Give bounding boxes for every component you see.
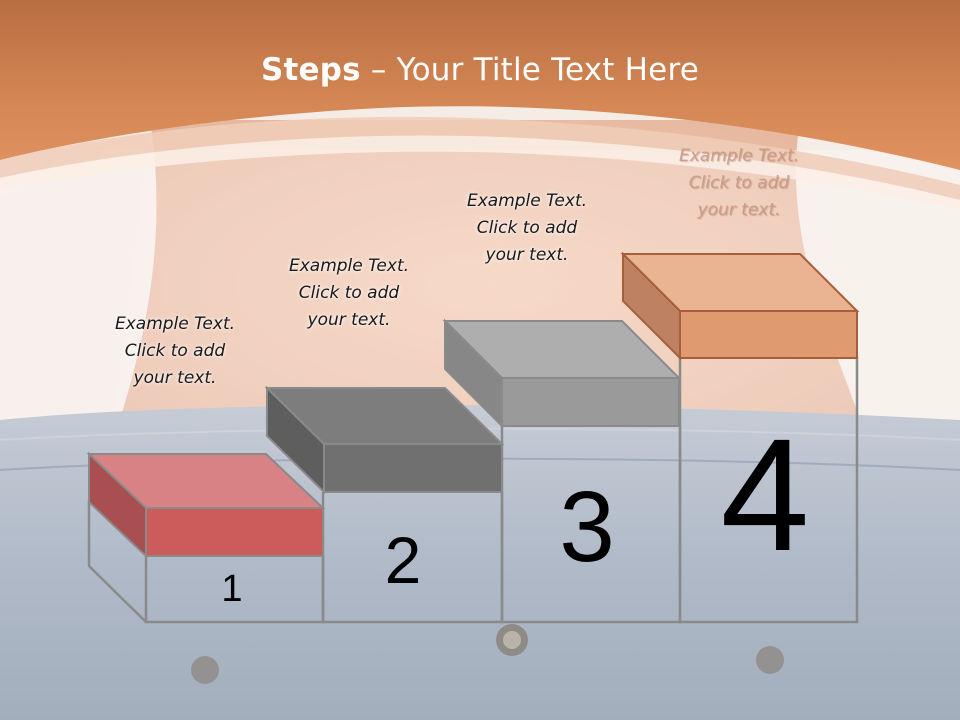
slide-title[interactable]: Steps – Your Title Text Here [0,52,960,88]
step-3-caption-line-3: your text. [485,245,569,265]
title-rest-part: – Your Title Text Here [360,52,699,88]
title-bold-part: Steps [260,52,361,88]
step-2-caption-line-3: your text. [307,310,391,330]
step-4-caption-line-3: your text. [697,200,781,220]
step-1-depth [87,500,147,623]
step-4-frame [678,357,859,624]
step-3-caption-line-2: Click to add [476,218,578,238]
step-1-caption-line-1: Example Text. [114,314,236,334]
step-4-caption[interactable]: Example Text. Click to add your text. [644,143,834,224]
step-4-caption-line-1: Example Text. [678,146,800,166]
step-1-caption[interactable]: Example Text. Click to add your text. [80,311,270,392]
step-2-block[interactable] [264,385,505,495]
step-1-block[interactable] [86,451,326,559]
step-outlines [87,357,859,624]
step-1-caption-line-3: your text. [133,368,217,388]
step-3-number: 3 [559,471,615,583]
step-4-number: 4 [720,405,810,584]
step-1-number: 1 [221,568,243,610]
step-3-caption[interactable]: Example Text. Click to add your text. [432,188,622,269]
step-3-caption-line-1: Example Text. [466,191,588,211]
step-4-caption-line-2: Click to add [688,173,790,193]
step-2-caption-line-1: Example Text. [288,256,410,276]
step-2-caption[interactable]: Example Text. Click to add your text. [254,253,444,334]
step-4-block[interactable] [620,251,860,361]
step-1-caption-line-2: Click to add [124,341,226,361]
step-2-caption-line-2: Click to add [298,283,400,303]
step-2-number: 2 [384,523,422,597]
step-3-block[interactable] [442,318,682,429]
